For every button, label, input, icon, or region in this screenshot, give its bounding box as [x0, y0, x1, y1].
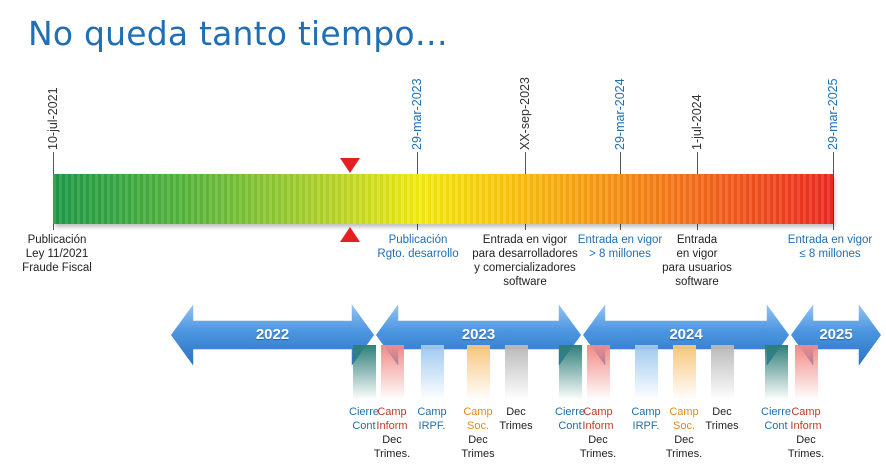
period-line: Cont	[764, 420, 788, 432]
milestone-line: > 8 millones	[589, 248, 651, 260]
milestone-line: para desarrolladores	[472, 248, 578, 260]
date-label: 29-mar-2023	[410, 78, 424, 150]
period-line: Camp	[417, 406, 447, 418]
milestone-description: Entrada en vigor ≤ 8 millones	[788, 233, 872, 261]
period-line: Inform	[790, 420, 822, 432]
period-bar	[353, 345, 376, 400]
milestone-line: ≤ 8 millones	[799, 248, 861, 260]
milestone-line: Ley 11/2021	[25, 248, 89, 260]
period-line: Camp	[791, 406, 821, 418]
period-line: Trimes	[499, 420, 533, 432]
milestone-description: Entrada en vigor > 8 millones	[578, 233, 662, 261]
date-tick	[833, 152, 834, 230]
period-bar	[673, 345, 696, 400]
period-line: Camp	[583, 406, 613, 418]
milestone-line: software	[675, 276, 719, 288]
period-line: Dec	[588, 434, 608, 446]
year-label: 2022	[255, 326, 290, 343]
period-line: Dec	[382, 434, 402, 446]
milestone-line: Fraude Fiscal	[22, 262, 92, 274]
period-line: IRPF.	[418, 420, 446, 432]
period-line: Dec	[712, 406, 732, 418]
period-line: Dec	[674, 434, 694, 446]
page-title: No queda tanto tiempo…	[28, 14, 448, 53]
period-bar	[421, 345, 444, 400]
milestone-line: para usuarios	[662, 262, 732, 274]
period-line: Camp	[631, 406, 661, 418]
date-label: 29-mar-2025	[826, 78, 840, 150]
milestone-line: Entrada	[676, 234, 718, 246]
period-line: Cierre	[555, 406, 585, 418]
milestone-line: Rgto. desarrollo	[377, 248, 459, 260]
milestone-line: Entrada en vigor	[787, 234, 873, 246]
date-label: 1-jul-2024	[690, 94, 704, 150]
period-line: Cierre	[761, 406, 791, 418]
period-bar	[587, 345, 610, 400]
period-line: IRPF.	[632, 420, 660, 432]
period-line: Inform	[582, 420, 614, 432]
current-position-marker-bottom	[340, 227, 360, 242]
period-bar	[505, 345, 528, 400]
period-bar	[559, 345, 582, 400]
milestone-description: Entrada en vigor para usuarios software	[662, 233, 732, 289]
period-bar	[467, 345, 490, 400]
milestone-line: software	[503, 276, 547, 288]
period-line: Trimes.	[373, 448, 411, 460]
period-bar	[635, 345, 658, 400]
date-label: 29-mar-2024	[613, 78, 627, 150]
period-line: Inform	[376, 420, 408, 432]
period-line: Soc.	[466, 420, 490, 432]
period-line: Dec	[506, 406, 526, 418]
date-label: 10-jul-2021	[46, 87, 60, 150]
deadline-gradient-bar	[53, 174, 833, 224]
milestone-line: y comercializadores	[474, 262, 576, 274]
period-bar	[765, 345, 788, 400]
milestone-line: Publicación	[388, 234, 448, 246]
milestone-line: Entrada en vigor	[577, 234, 663, 246]
period-line: Trimes	[461, 448, 495, 460]
period-line: Camp	[377, 406, 407, 418]
period-line: Soc.	[672, 420, 696, 432]
year-label: 2023	[461, 326, 496, 343]
period-bar	[711, 345, 734, 400]
period-bar	[381, 345, 404, 400]
period-line: Trimes.	[579, 448, 617, 460]
milestone-line: Entrada en vigor	[482, 234, 568, 246]
period-line: Dec	[468, 434, 488, 446]
period-line: Trimes.	[787, 448, 825, 460]
current-position-marker-top	[340, 158, 360, 173]
milestone-line: Publicación	[27, 234, 87, 246]
period-line: Trimes	[705, 420, 739, 432]
milestone-description: Entrada en vigor para desarrolladores y co…	[472, 233, 577, 289]
date-label: XX-sep-2023	[518, 77, 532, 150]
period-line: Cont	[558, 420, 582, 432]
period-line: Camp	[669, 406, 699, 418]
period-line: Cierre	[349, 406, 379, 418]
period-line: Trimes.	[665, 448, 703, 460]
period-line: Cont	[352, 420, 376, 432]
period-line: Camp	[463, 406, 493, 418]
period-line: Dec	[796, 434, 816, 446]
year-label: 2024	[669, 326, 703, 343]
year-label: 2025	[819, 326, 853, 343]
period-bar	[795, 345, 818, 400]
milestone-line: en vigor	[676, 248, 718, 260]
